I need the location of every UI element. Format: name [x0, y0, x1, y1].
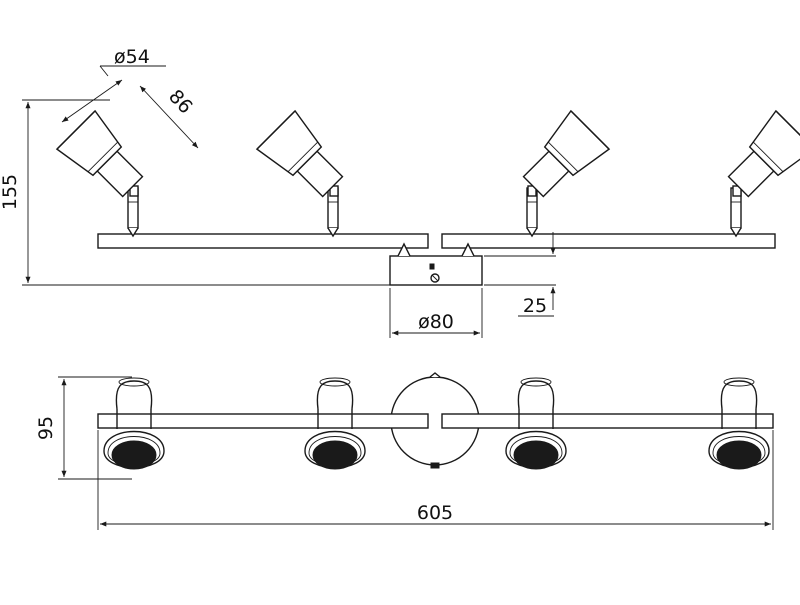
- top-right-arm: [441, 413, 774, 429]
- side-spotlight-1: [56, 110, 153, 207]
- dimension-height: 155: [0, 174, 21, 210]
- dimension-base-height: 25: [523, 295, 547, 317]
- right-arm: [441, 233, 776, 249]
- left-arm: [97, 233, 429, 249]
- dimension-shade-diameter: ø54: [114, 46, 150, 68]
- dimension-width: 605: [417, 502, 453, 524]
- dimension-shade-length: 86: [164, 86, 197, 119]
- top-view: 95 605: [35, 372, 774, 530]
- side-view: 155 ø54 86 ø80 25: [0, 46, 800, 338]
- dimension-depth: 95: [35, 416, 57, 440]
- side-spotlight-3: [513, 110, 610, 207]
- top-left-arm: [97, 413, 429, 429]
- dimension-base-diameter: ø80: [418, 311, 454, 333]
- side-spotlight-2: [256, 110, 353, 207]
